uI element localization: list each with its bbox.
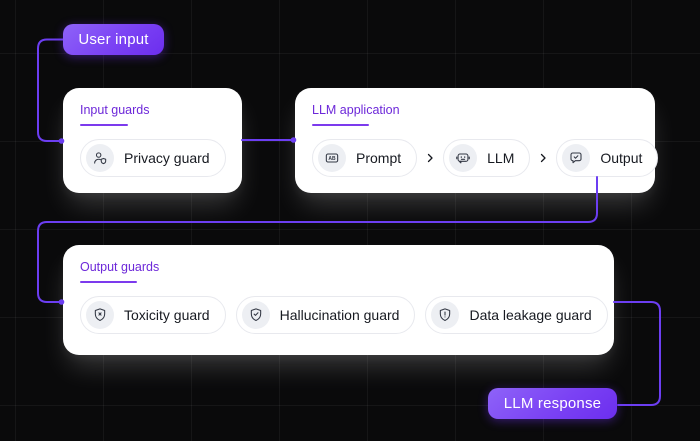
pill-label: Output [600, 150, 643, 166]
connector-user-input-to-input-guards [37, 38, 64, 142]
svg-text:AB: AB [328, 156, 336, 162]
message-check-icon [562, 144, 591, 172]
title-underline [312, 124, 369, 126]
llm-application-title: LLM application [312, 103, 400, 117]
llm-response-node[interactable]: LLM response [488, 388, 617, 419]
output-guards-card: Output guards Toxicity guard [63, 245, 614, 355]
pill-label: Prompt [356, 150, 402, 166]
pill-label: Toxicity guard [124, 307, 210, 323]
bot-icon [449, 144, 478, 172]
llm-application-card: LLM application AB Prompt [295, 88, 659, 193]
connector-output-guards-to-llm-response [613, 301, 661, 406]
pill-label: Privacy guard [124, 150, 210, 166]
input-guards-title: Input guards [80, 103, 150, 117]
chevron-right-icon [537, 152, 549, 164]
input-guards-card: Input guards Privacy guard [63, 88, 242, 193]
pill-label: LLM [487, 150, 515, 166]
llm-pill[interactable]: LLM [443, 139, 531, 177]
output-guards-title: Output guards [80, 260, 160, 274]
hallucination-guard-pill[interactable]: Hallucination guard [235, 296, 416, 334]
pill-label: Hallucination guard [279, 307, 400, 323]
title-underline [80, 281, 137, 283]
title-underline [80, 124, 128, 126]
shield-x-icon [86, 301, 114, 329]
data-leakage-guard-pill[interactable]: Data leakage guard [425, 296, 608, 334]
toxicity-guard-pill[interactable]: Toxicity guard [80, 296, 226, 334]
shield-check-icon [241, 301, 270, 329]
pill-label: Data leakage guard [469, 307, 592, 323]
chevron-right-icon [424, 152, 436, 164]
privacy-guard-pill[interactable]: Privacy guard [80, 139, 226, 177]
output-pill[interactable]: Output [556, 139, 659, 177]
prompt-pill[interactable]: AB Prompt [312, 139, 418, 177]
user-shield-icon [86, 144, 114, 172]
ab-badge-icon: AB [318, 144, 346, 172]
shield-alert-icon [431, 301, 460, 329]
user-input-node[interactable]: User input [63, 24, 164, 55]
